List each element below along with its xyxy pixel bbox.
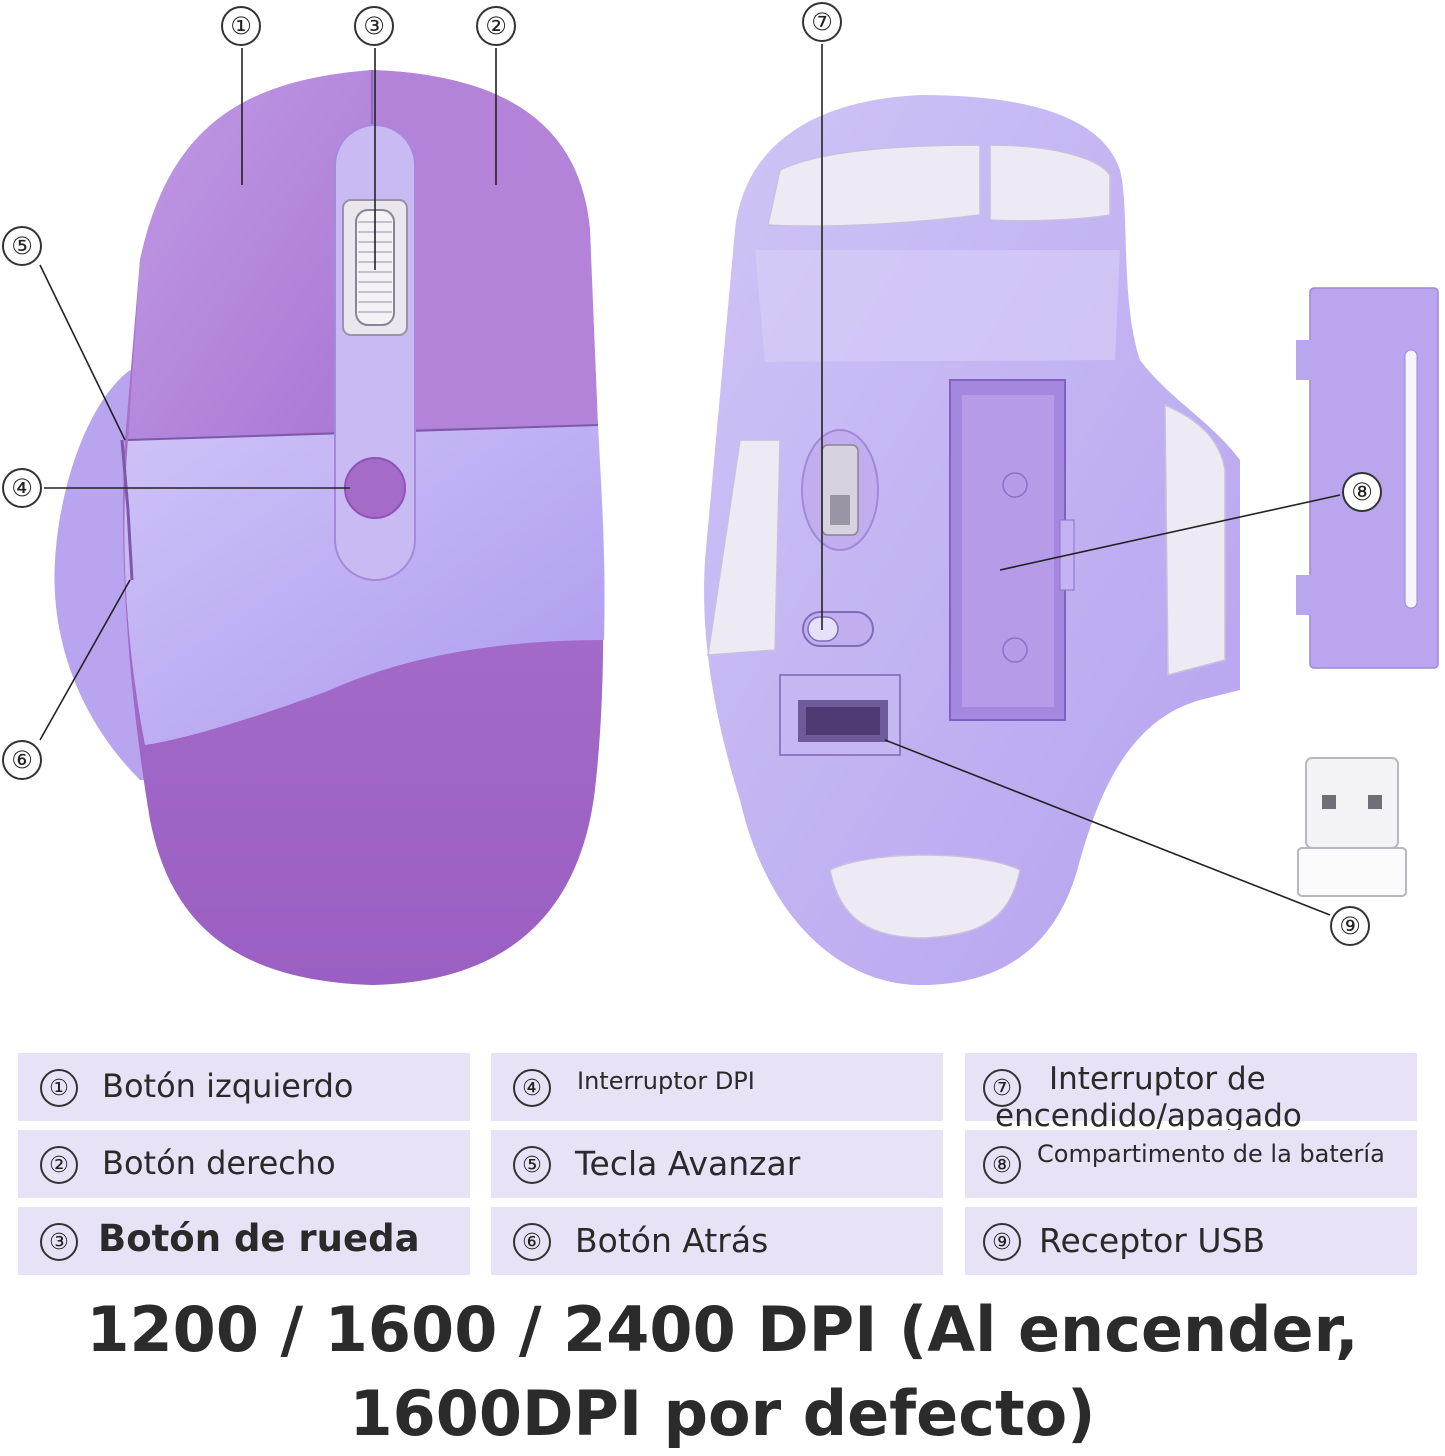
legend-num: ④ [513, 1069, 551, 1107]
callout-3: ③ [354, 6, 394, 46]
mouse-illustration [39, 44, 1439, 985]
legend-label: Botón de rueda [98, 1217, 420, 1260]
dpi-button [344, 457, 406, 519]
callout-5: ⑤ [2, 226, 42, 266]
legend-label: Botón Atrás [575, 1221, 769, 1260]
right-button [372, 70, 598, 430]
legend-num: ⑦ [983, 1069, 1021, 1107]
left-button [128, 70, 372, 440]
legend-label: Interruptor de encendido/apagado [995, 1061, 1302, 1134]
legend-cell-9: ⑨ Receptor USB [965, 1207, 1417, 1275]
callout-6: ⑥ [2, 740, 42, 780]
legend-label: Receptor USB [1039, 1221, 1266, 1260]
legend-cell-6: ⑥ Botón Atrás [491, 1207, 943, 1275]
callout-8: ⑧ [1342, 472, 1382, 512]
legend-num: ② [40, 1146, 78, 1184]
mouse-bottom-view [704, 95, 1240, 985]
callout-2: ② [476, 6, 516, 46]
legend-label: Botón izquierdo [102, 1067, 354, 1105]
mouse-top-view [54, 70, 605, 985]
legend-cell-8: ⑧ Compartimento de la batería [965, 1130, 1417, 1198]
legend-cell-3: ③ Botón de rueda [18, 1207, 470, 1275]
foot-bottom [829, 854, 1021, 939]
legend-num: ① [40, 1069, 78, 1107]
leader-lines-right [821, 44, 1341, 916]
legend-num: ⑧ [983, 1146, 1021, 1184]
leader-lines-left [39, 48, 497, 741]
legend-cell-2: ② Botón derecho [18, 1130, 470, 1198]
legend-label: Interruptor DPI [577, 1067, 755, 1095]
legend-num: ⑤ [513, 1146, 551, 1184]
legend-num: ⑥ [513, 1223, 551, 1261]
callout-4: ④ [2, 468, 42, 508]
legend-cell-4: ④ Interruptor DPI [491, 1053, 943, 1121]
callout-1: ① [221, 6, 261, 46]
palm-lavender [124, 425, 605, 745]
legend-label: Botón derecho [102, 1144, 336, 1182]
legend-label: Compartimento de la batería [1037, 1140, 1385, 1168]
foot-right [1164, 403, 1226, 676]
dpi-caption: 1200 / 1600 / 2400 DPI (Al encender, 160… [86, 1293, 1359, 1450]
usb-receiver [1297, 757, 1407, 897]
callout-9: ⑨ [1330, 906, 1370, 946]
legend-cell-7: ⑦ Interruptor de encendido/apagado [965, 1053, 1417, 1134]
legend-cell-1: ① Botón izquierdo [18, 1053, 470, 1121]
legend-num: ⑨ [983, 1223, 1021, 1261]
foot-top [767, 144, 981, 227]
legend-cell-5: ⑤ Tecla Avanzar [491, 1130, 943, 1198]
foot-left [707, 439, 781, 656]
callout-7: ⑦ [802, 2, 842, 42]
legend-num: ③ [40, 1223, 78, 1261]
legend-label: Tecla Avanzar [575, 1144, 801, 1183]
